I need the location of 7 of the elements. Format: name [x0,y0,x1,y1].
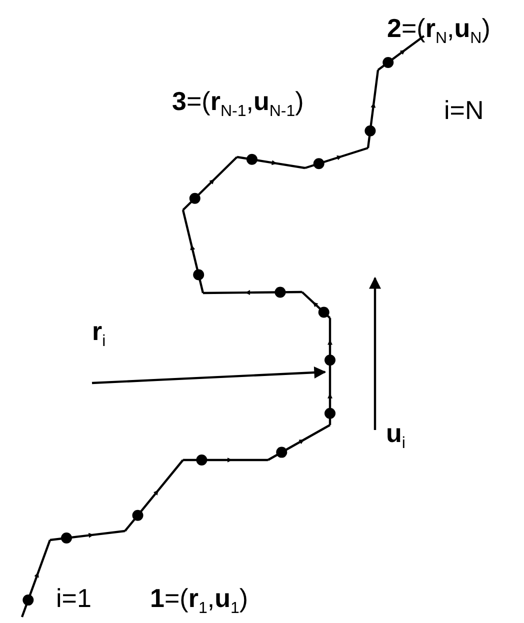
state-label: 1=(r$_{1}$,u$_{1}$) [150,585,248,611]
index-label: i=N [444,97,484,123]
vector-label: r$_{i}$ [92,318,106,344]
state-label: 3=(r$_{N-1}$,u$_{N-1}$) [172,88,304,114]
index-label: i=1 [56,585,92,611]
state-label: 2=(r$_{N}$,u$_{N}$) [387,15,490,41]
vector-label: u$_{i}$ [386,420,406,446]
